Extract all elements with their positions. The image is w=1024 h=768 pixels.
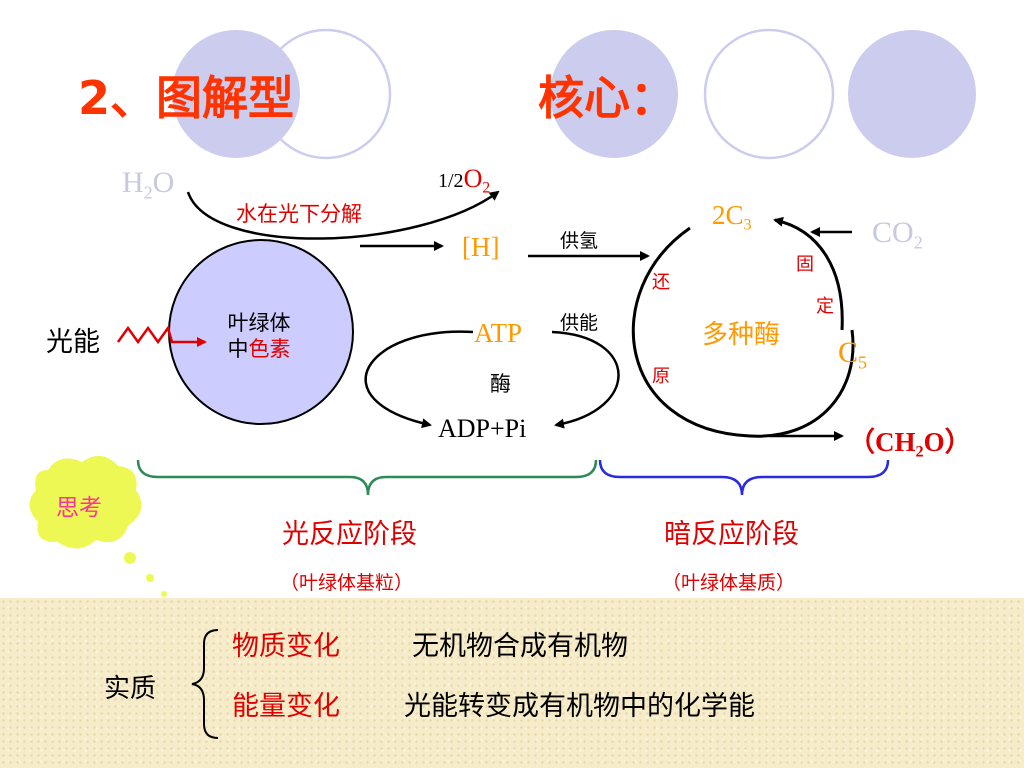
ch2o-label: （CH2O）	[848, 427, 972, 461]
c5-label: C5	[838, 336, 868, 373]
essence-label: 实质	[104, 674, 157, 704]
dark-stage-label: 暗反应阶段	[664, 519, 799, 550]
light-stage-location: （叶绿体基粒）	[280, 572, 414, 594]
think-label: 思考	[56, 495, 102, 521]
slide-title-core: 核心：	[538, 71, 676, 125]
material-change-label: 物质变化	[232, 631, 340, 662]
fix-char-2: 定	[816, 296, 834, 317]
supply-h-label: 供氢	[560, 230, 599, 252]
decor-circle-filled-1	[172, 30, 300, 158]
material-change-text: 无机物合成有机物	[412, 631, 628, 662]
light-energy-zigzag	[116, 325, 207, 347]
fix-char-1: 固	[796, 254, 814, 275]
supply-energy-label: 供能	[560, 312, 599, 334]
water-split-arrow	[186, 190, 500, 240]
think-bubble-1	[124, 552, 136, 564]
decor-circle-filled-3	[848, 30, 976, 158]
reduce-char-2: 原	[652, 366, 670, 387]
o2-label: 1/2O2	[438, 164, 491, 197]
essence-brace	[191, 629, 219, 739]
adp-to-atp-arrow	[364, 330, 474, 429]
h-label: [H]	[462, 232, 500, 262]
decor-circle-outline-2	[703, 28, 835, 160]
photolysis-label: 水在光下分解	[236, 202, 362, 226]
think-bubble-3	[161, 591, 167, 597]
think-cloud	[29, 455, 142, 549]
slide-title: 2、图解型	[78, 71, 295, 125]
think-bubble-2	[146, 574, 154, 582]
atp-to-adp-arrow	[551, 330, 620, 429]
co2-label: CO2	[872, 216, 923, 253]
calvin-cycle-left	[631, 226, 855, 438]
enzyme-label: 酶	[490, 372, 511, 396]
reduce-char-1: 还	[652, 272, 670, 293]
decor-circle-filled-2	[550, 30, 678, 158]
energy-change-text: 光能转变成有机物中的化学能	[404, 691, 755, 722]
decor-circle-outline-1	[260, 28, 392, 160]
energy-change-label: 能量变化	[232, 691, 340, 722]
calvin-cycle-right	[773, 216, 844, 331]
c3-label: 2C3	[712, 200, 752, 234]
essence-panel: 实质 物质变化 无机物合成有机物 能量变化 光能转变成有机物中的化学能	[0, 598, 1024, 768]
h2o-label: H2O	[122, 166, 175, 203]
dark-stage-brace	[598, 459, 890, 496]
dark-stage-location: （叶绿体基质）	[662, 572, 796, 594]
pigment-label: 叶绿体 中色素	[227, 311, 291, 361]
light-stage-brace	[136, 459, 598, 496]
enzymes-label: 多种酶	[702, 320, 781, 350]
adp-label: ADP+Pi	[438, 414, 527, 443]
light-stage-label: 光反应阶段	[282, 519, 417, 550]
light-energy-label: 光能	[46, 327, 100, 358]
atp-label: ATP	[474, 318, 523, 348]
